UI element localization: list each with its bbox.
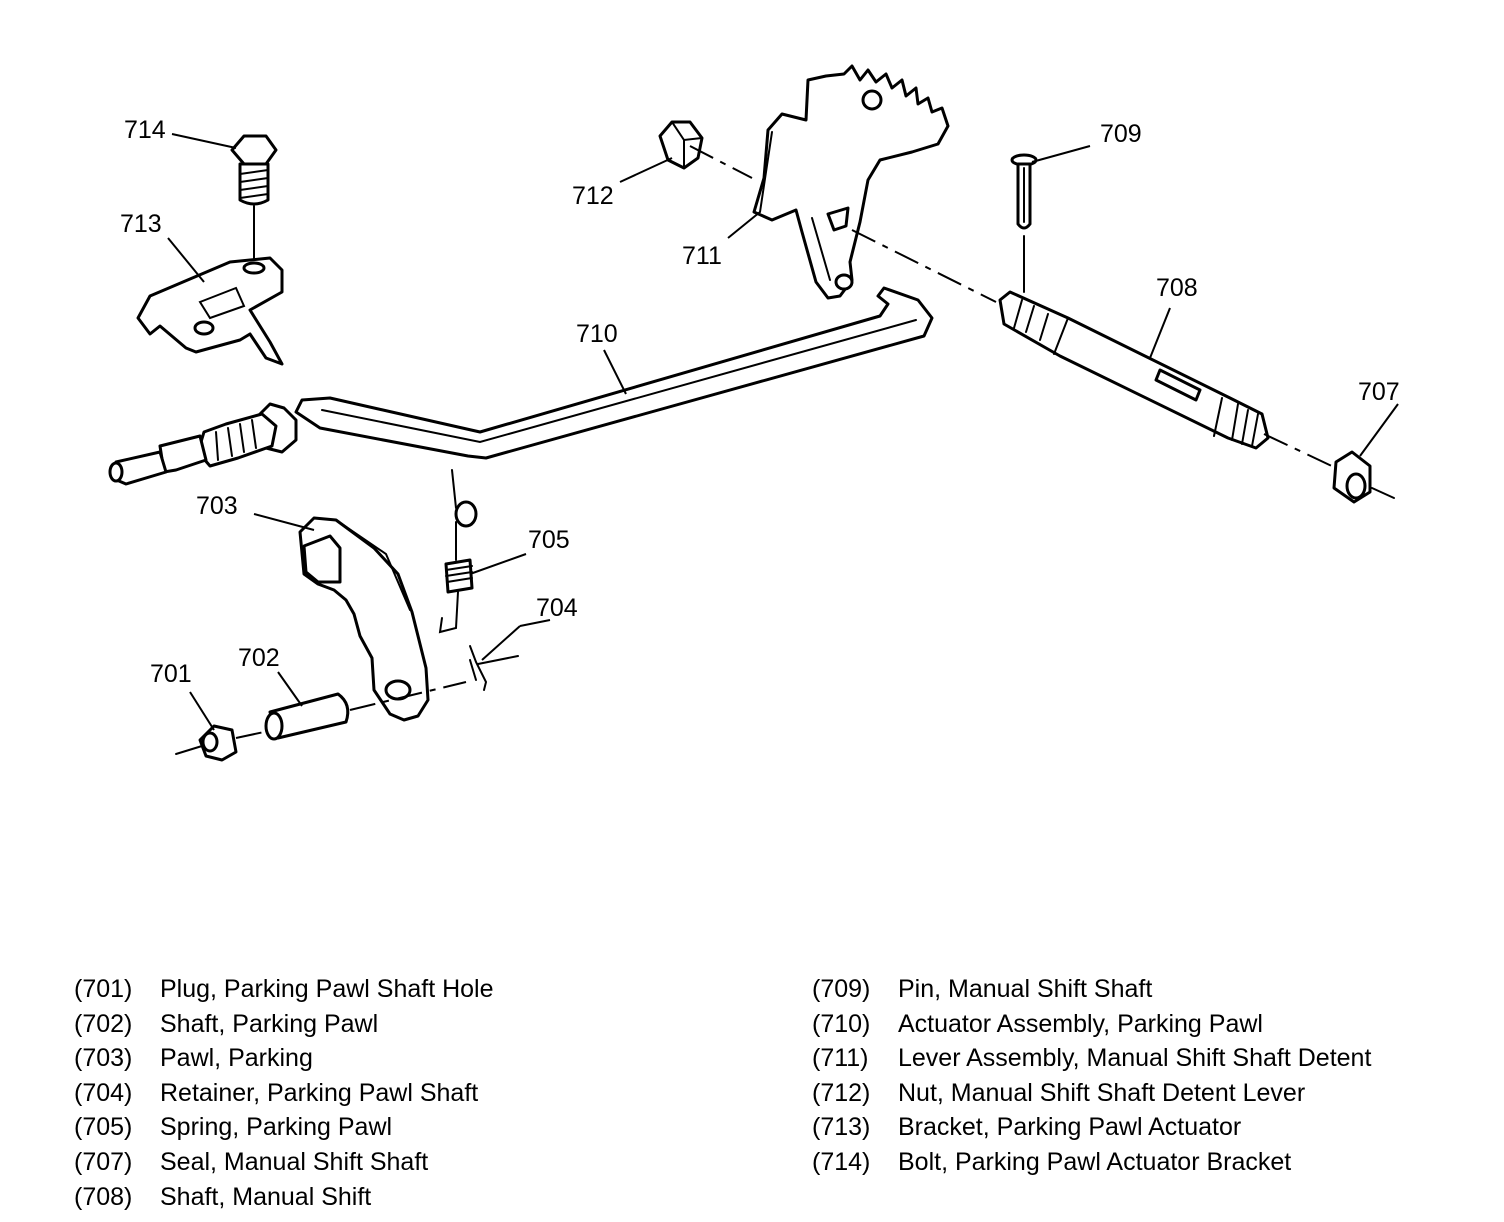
callout-703: 703: [196, 492, 238, 520]
callout-713: 713: [120, 210, 162, 238]
legend-item: (701) Plug, Parking Pawl Shaft Hole: [74, 972, 494, 1007]
callout-704: 704: [536, 594, 578, 622]
callout-709: 709: [1100, 120, 1142, 148]
callout-708: 708: [1156, 274, 1198, 302]
legend-right-column: (709) Pin, Manual Shift Shaft (710) Actuat…: [812, 972, 1371, 1180]
callout-714: 714: [124, 116, 166, 144]
legend-left-column: (701) Plug, Parking Pawl Shaft Hole (702)…: [74, 972, 494, 1214]
legend-number: (705): [74, 1113, 133, 1142]
legend-item: (708) Shaft, Manual Shift: [74, 1180, 494, 1215]
callout-712: 712: [572, 182, 614, 210]
leader-lines: [167, 133, 1399, 731]
legend-number: (712): [812, 1078, 871, 1107]
legend-description: Shaft, Manual Shift: [160, 1182, 372, 1211]
legend-description: Actuator Assembly, Parking Pawl: [898, 1009, 1263, 1038]
legend-description: Seal, Manual Shift Shaft: [160, 1147, 429, 1176]
legend-description: Spring, Parking Pawl: [160, 1113, 393, 1142]
legend-item: (714) Bolt, Parking Pawl Actuator Bracket: [812, 1145, 1371, 1180]
legend-item: (707) Seal, Manual Shift Shaft: [74, 1145, 494, 1180]
callout-701: 701: [150, 660, 192, 688]
callout-710: 710: [576, 320, 618, 348]
legend-number: (704): [74, 1078, 133, 1107]
legend-item: (703) Pawl, Parking: [74, 1041, 494, 1076]
detent-lever-711: [752, 64, 950, 300]
legend-item: (704) Retainer, Parking Pawl Shaft: [74, 1076, 494, 1111]
bolt-714: [230, 134, 278, 263]
callout-707: 707: [1358, 378, 1400, 406]
legend-item: (711) Lever Assembly, Manual Shift Shaft …: [812, 1041, 1371, 1076]
legend-description: Shaft, Parking Pawl: [160, 1009, 379, 1038]
legend-description: Pawl, Parking: [160, 1044, 313, 1073]
legend-item: (710) Actuator Assembly, Parking Pawl: [812, 1007, 1371, 1042]
callout-702: 702: [238, 644, 280, 672]
pin-709: [1010, 153, 1038, 293]
legend-number: (714): [812, 1147, 871, 1176]
legend-description: Lever Assembly, Manual Shift Shaft Deten…: [898, 1044, 1372, 1073]
legend-number: (702): [74, 1009, 133, 1038]
legend-item: (702) Shaft, Parking Pawl: [74, 1007, 494, 1042]
legend-item: (713) Bracket, Parking Pawl Actuator: [812, 1110, 1371, 1145]
legend-number: (713): [812, 1113, 871, 1142]
nut-712: [658, 120, 704, 170]
exploded-parts-diagram: 714 713 712 711 709 708 707 710 703 705 …: [108, 64, 1400, 762]
legend-description: Pin, Manual Shift Shaft: [898, 975, 1153, 1003]
parking-pawl-shaft-702: [264, 692, 350, 741]
legend-description: Retainer, Parking Pawl Shaft: [160, 1078, 479, 1107]
legend-description: Bracket, Parking Pawl Actuator: [898, 1113, 1242, 1142]
legend-number: (707): [74, 1147, 133, 1176]
legend-number: (710): [812, 1009, 871, 1038]
legend-number: (701): [74, 975, 133, 1003]
seal-707: [1332, 450, 1395, 504]
callout-711: 711: [682, 242, 722, 270]
legend-number: (703): [74, 1044, 133, 1073]
legend-number: (711): [812, 1044, 869, 1073]
manual-shift-shaft-708: [998, 290, 1270, 450]
legend-number: (708): [74, 1182, 133, 1211]
legend-description: Plug, Parking Pawl Shaft Hole: [160, 975, 494, 1003]
legend-item: (712) Nut, Manual Shift Shaft Detent Leve…: [812, 1076, 1371, 1111]
plug-701: [175, 724, 238, 762]
actuator-assembly-710: [108, 286, 934, 486]
legend-number: (709): [812, 975, 871, 1003]
parking-pawl-703: [298, 516, 430, 722]
bracket-713: [136, 256, 284, 366]
retainer-704: [469, 645, 519, 691]
legend-item: (705) Spring, Parking Pawl: [74, 1110, 494, 1145]
callout-705: 705: [528, 526, 570, 554]
legend-description: Bolt, Parking Pawl Actuator Bracket: [898, 1147, 1292, 1176]
spring-705: [438, 469, 478, 634]
legend-item: (709) Pin, Manual Shift Shaft: [812, 972, 1371, 1007]
legend-description: Nut, Manual Shift Shaft Detent Lever: [898, 1078, 1306, 1107]
